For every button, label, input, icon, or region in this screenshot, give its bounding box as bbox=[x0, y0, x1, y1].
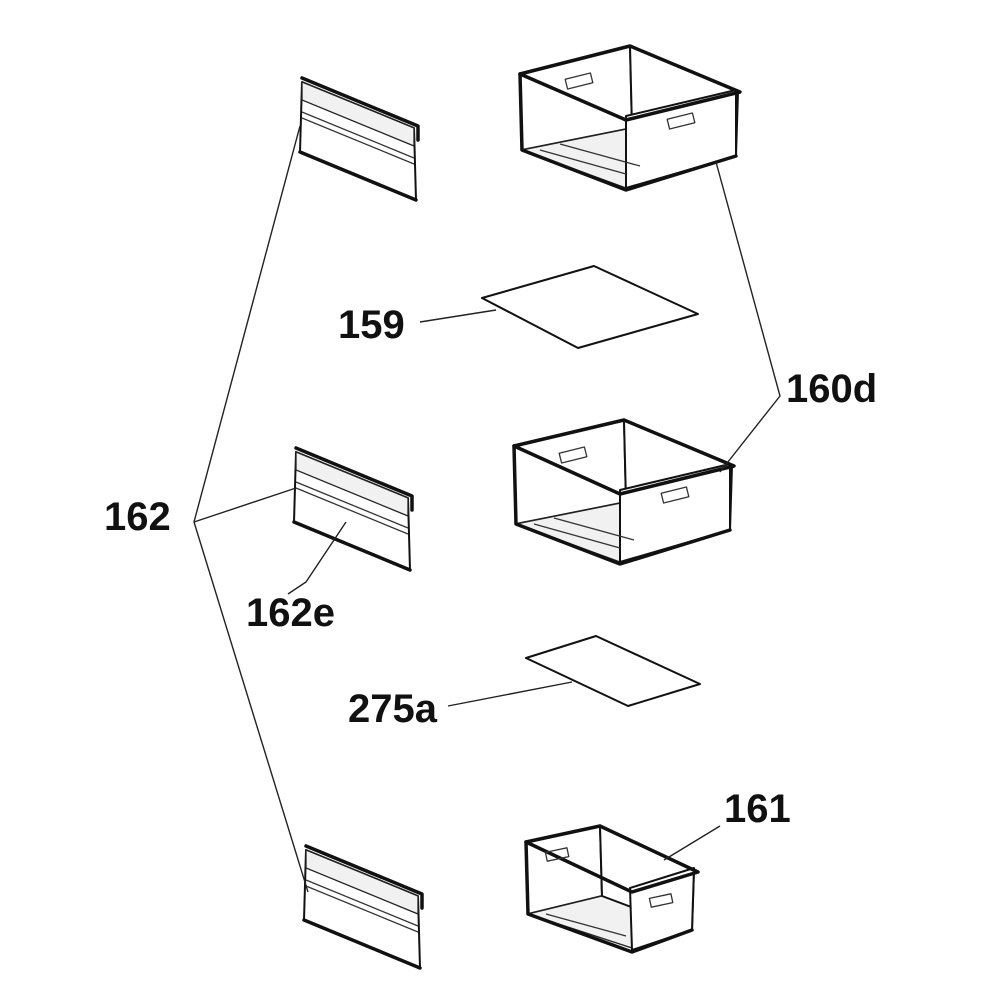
front-panel-bottom bbox=[302, 844, 424, 970]
front-panel-top bbox=[298, 76, 420, 202]
leader-162 bbox=[193, 125, 309, 893]
leader-160d bbox=[715, 161, 781, 473]
drawer-middle bbox=[512, 418, 736, 566]
label-160d: 160d bbox=[786, 367, 877, 411]
label-161: 161 bbox=[724, 787, 791, 831]
leader-162e bbox=[287, 521, 347, 595]
leader-161 bbox=[663, 825, 721, 861]
label-162: 162 bbox=[104, 495, 171, 539]
leader-275a bbox=[447, 681, 573, 707]
label-159: 159 bbox=[338, 303, 405, 347]
label-162e: 162e bbox=[246, 591, 335, 635]
drawer-top bbox=[518, 44, 742, 192]
shelf-lower bbox=[525, 635, 701, 707]
drawer-bottom bbox=[524, 824, 700, 954]
shelf-upper bbox=[481, 265, 699, 349]
leader-159 bbox=[419, 309, 497, 323]
front-panel-middle bbox=[292, 446, 414, 572]
label-275a: 275a bbox=[348, 687, 438, 731]
